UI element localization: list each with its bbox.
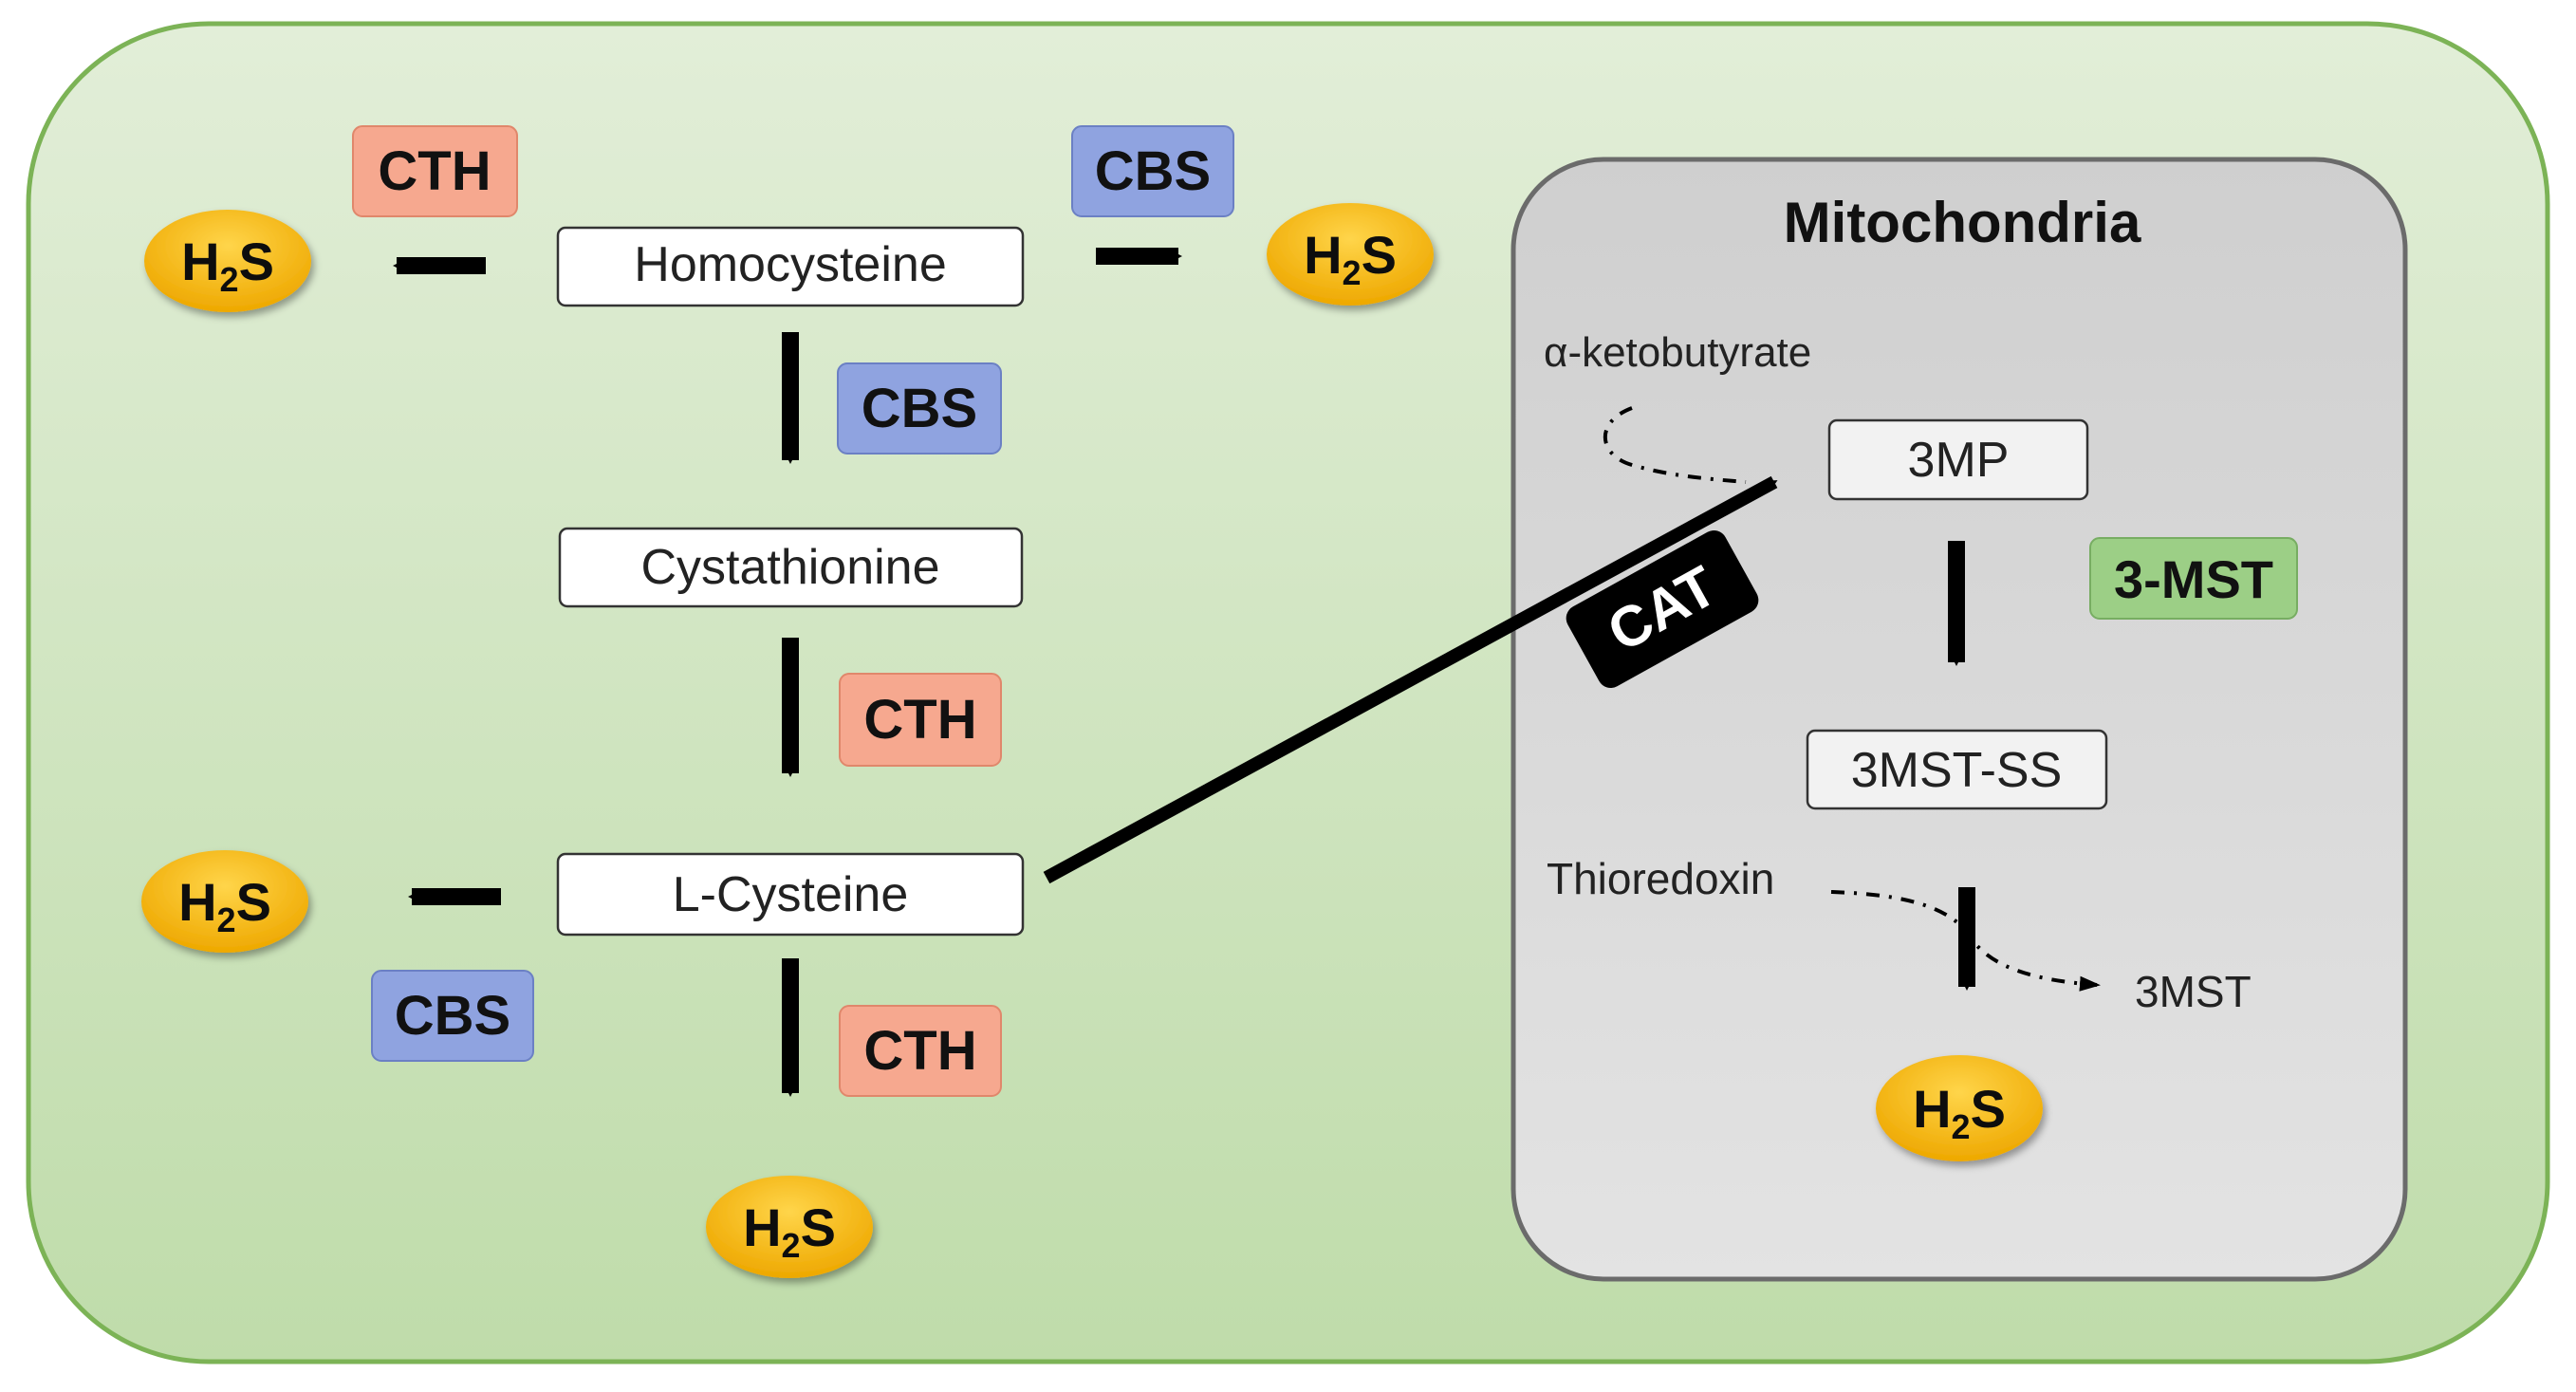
cbs-label: CBS (862, 378, 977, 439)
mitochondria-title: Mitochondria (1784, 191, 2141, 254)
h2s-tail: S (1971, 1079, 2006, 1139)
l-cysteine-box: L-Cysteine (556, 852, 1025, 937)
svg-text:H2S: H2S (178, 872, 271, 939)
alpha-ketobutyrate-label: α-ketobutyrate (1544, 329, 1811, 376)
cat-enzyme: CAT (1566, 529, 1759, 689)
cth-enzyme-top-left: CTH (352, 125, 518, 217)
h2s-left-middle: H2S (141, 850, 308, 953)
cth-label: CTH (378, 140, 491, 202)
svg-text:H2S: H2S (743, 1197, 836, 1265)
cbs-enzyme-step-1: CBS (837, 362, 1002, 455)
svg-text:H2S: H2S (1304, 225, 1397, 292)
h2s-base: H (743, 1197, 781, 1257)
h2s-subscript: 2 (217, 900, 236, 939)
h2s-top-left: H2S (144, 210, 311, 312)
h2s-bottom: H2S (706, 1176, 873, 1278)
h2s-subscript: 2 (1952, 1107, 1971, 1146)
h2s-subscript: 2 (220, 260, 239, 299)
three-mp-label: 3MP (1908, 433, 2010, 488)
h2s-subscript: 2 (782, 1226, 801, 1265)
three-mst-ss-label: 3MST-SS (1851, 743, 2063, 798)
arrow-l-cysteine-to-3mp (1043, 475, 1778, 884)
three-mp-box: 3MP (1827, 418, 2089, 501)
cth-label: CTH (863, 1020, 976, 1082)
homocysteine-label: Homocysteine (634, 237, 946, 292)
h2s-base: H (1913, 1079, 1951, 1139)
h2s-tail: S (236, 872, 271, 932)
h2s-tail: S (1362, 225, 1397, 285)
cystathionine-label: Cystathionine (640, 540, 939, 595)
h2s-top-right: H2S (1267, 203, 1434, 306)
cbs-label: CBS (395, 985, 510, 1047)
homocysteine-box: Homocysteine (556, 226, 1025, 307)
h2s-mitochondria: H2S (1876, 1055, 2043, 1161)
l-cysteine-label: L-Cysteine (673, 867, 909, 922)
svg-text:H2S: H2S (1913, 1079, 2006, 1146)
svg-text:H2S: H2S (181, 232, 274, 299)
alpha-ketobutyrate-curve (1603, 406, 1747, 484)
h2s-subscript: 2 (1343, 253, 1362, 292)
h2s-base: H (178, 872, 216, 932)
cth-label: CTH (863, 689, 976, 751)
three-mst-label: 3-MST (2114, 549, 2273, 609)
h2s-base: H (1304, 225, 1342, 285)
three-mst-release-label: 3MST (2135, 967, 2252, 1016)
cbs-enzyme-left: CBS (371, 970, 534, 1062)
h2s-base: H (181, 232, 219, 291)
cbs-enzyme-top-right: CBS (1071, 125, 1234, 217)
mitochondria-compartment (1510, 157, 2408, 1282)
three-mst-enzyme: 3-MST (2089, 537, 2298, 620)
three-mst-ss-box: 3MST-SS (1806, 729, 2108, 810)
cth-enzyme-step-2: CTH (839, 673, 1002, 767)
h2s-tail: S (801, 1197, 836, 1257)
h2s-tail: S (239, 232, 274, 291)
thioredoxin-label: Thioredoxin (1547, 854, 1774, 903)
cystathionine-box: Cystathionine (558, 527, 1024, 608)
cth-enzyme-step-3: CTH (839, 1005, 1002, 1097)
cbs-label: CBS (1095, 140, 1211, 202)
